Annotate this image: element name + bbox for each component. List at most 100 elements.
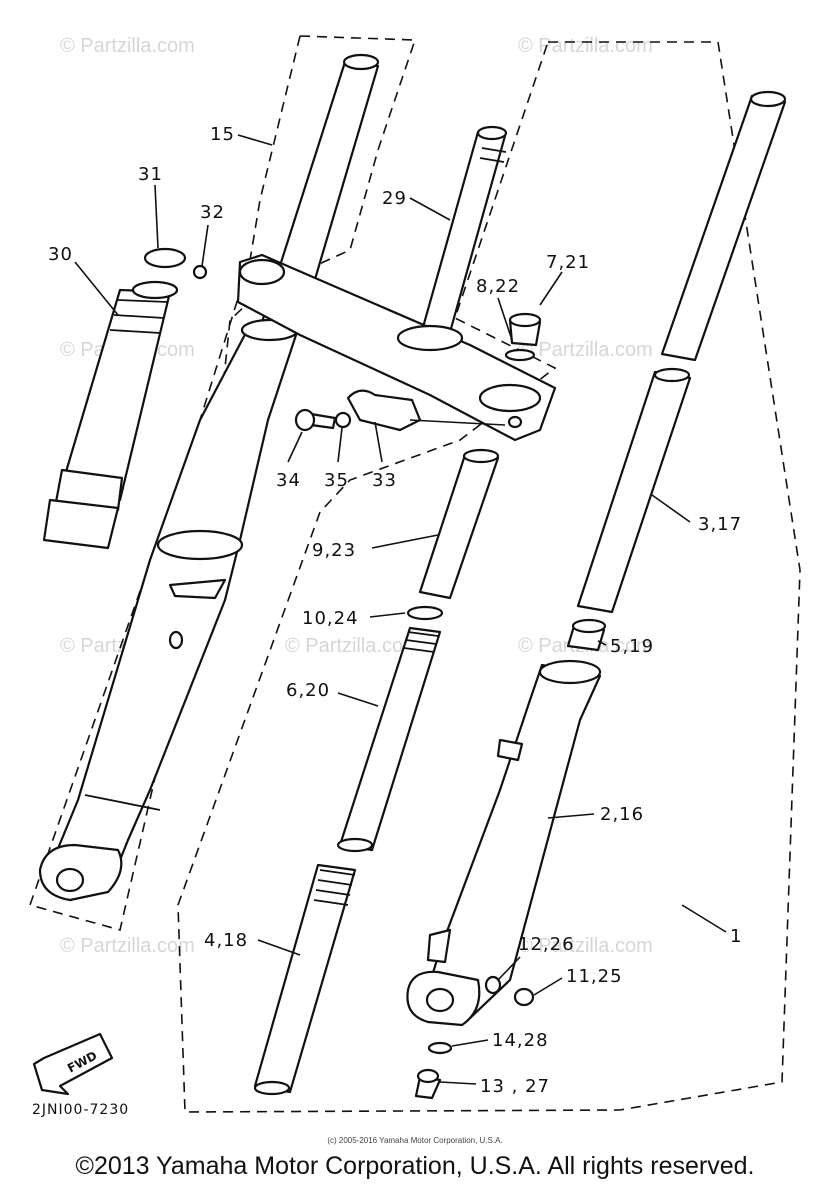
callout-15: 15 [210,124,235,145]
fork-spring-spacer [418,453,500,600]
rebound-spring-rod [253,863,357,1094]
drain-washer [484,975,502,995]
callout-8-22: 8,22 [476,276,520,297]
leader-11-25 [533,977,563,996]
callout-14-28: 14,28 [492,1030,549,1051]
callout-10-24: 10,24 [302,608,359,629]
leader-33 [374,421,383,463]
leader-29 [409,197,451,221]
right-axle-hole [425,987,455,1013]
leader-10-24 [369,612,406,618]
right-fork-assembly [253,90,787,1100]
callout-6-20: 6,20 [286,680,330,701]
right-outer-caliper-lug [496,738,524,762]
watermark: © Partzilla.com [60,935,195,957]
leader-6-20 [337,692,379,707]
leader-35 [337,427,343,463]
leader-34 [287,431,303,463]
leader-13-27 [439,1081,477,1085]
cap-bolt-top [508,312,542,328]
callout-30: 30 [48,244,73,265]
boot-rib [109,299,169,334]
diagram-code: 2JNI00-7230 [32,1102,129,1118]
leader-9-23 [371,534,439,549]
leader-8-22 [497,297,513,341]
cap-bolt-o-ring [504,348,536,362]
right-outer-tube-top [538,659,602,685]
watermark: © Partzilla.com [285,635,420,657]
leader-15 [237,134,273,146]
left-inner-tube-top [342,53,380,71]
under-bracket-stem-boss [396,324,464,352]
leader-5-19 [597,640,607,646]
piston-ring [406,605,444,621]
steering-stem-top [476,125,508,141]
boot-band [143,247,187,269]
holder-washer [334,411,352,429]
stem-thread [479,147,507,163]
leader-lines [74,134,727,1085]
spacer-top [462,448,500,464]
callout-labels: 15 31 32 30 29 7,21 8,22 34 35 33 3,17 9… [48,124,742,1097]
leader-30 [74,261,119,316]
callout-29: 29 [382,188,407,209]
callout-2-16: 2,16 [600,804,644,825]
watermark: © Partzilla.com [518,339,653,361]
band-screw [192,264,208,280]
drain-bolt [513,987,535,1007]
rod-bottom [253,1080,291,1096]
watermark: © Partzilla.com [60,35,195,57]
callout-9-23: 9,23 [312,540,356,561]
leader-1 [681,904,727,933]
leader-12-26 [497,956,521,981]
holder-mount-line [409,419,506,426]
left-dust-seal [156,529,244,561]
under-bracket-right-clamp [478,383,542,413]
left-caliper-bracket [168,578,227,600]
callout-34: 34 [276,470,301,491]
leader-31 [154,184,159,249]
right-fork-group-outline [177,41,801,1113]
leader-32 [201,224,209,267]
fork-boot [42,280,179,550]
fork-boot-body [58,288,172,502]
leader-7-21 [539,271,563,306]
watermark: © Partzilla.com [518,35,653,57]
callout-5-19: 5,19 [610,636,654,657]
damper-rod-ring-groove [403,631,439,653]
right-outer-lug-low [426,928,452,964]
callout-33: 33 [372,470,397,491]
right-inner-tube-lower [576,370,692,614]
holder-bolt-head [294,408,316,432]
hose-holder-hardware [294,389,506,432]
callout-32: 32 [200,202,225,223]
leader-2-16 [547,813,595,819]
callout-11-25: 11,25 [566,966,623,987]
left-axle-hole [55,867,85,893]
damper-bolt-washer [427,1041,453,1055]
callout-7-21: 7,21 [546,252,590,273]
brake-hose-holder [346,389,422,432]
damper-rod-bottom [336,837,374,853]
callout-12-26: 12,26 [518,934,575,955]
callout-13-27: 13 , 27 [480,1076,550,1097]
leader-4-18 [257,939,301,956]
under-bracket-assembly [236,125,557,442]
right-inner-tube-top [749,90,787,108]
fwd-arrow: FWD [32,1032,114,1096]
steering-stem [416,130,507,352]
left-drain-boss [168,630,184,650]
callout-4-18: 4,18 [204,930,248,951]
under-bracket-left-clamp [238,258,286,286]
damper-rod [338,626,442,852]
callout-31: 31 [138,164,163,185]
fork-boot-bottom [42,498,120,550]
small-copyright: (c) 2005-2016 Yamaha Motor Corporation, … [327,1136,503,1145]
left-outer-tube [43,323,298,902]
watermark-layer: © Partzilla.com © Partzilla.com © Partzi… [60,35,653,957]
callout-3-17: 3,17 [698,514,742,535]
leader-3-17 [651,494,691,523]
callout-35: 35 [324,470,349,491]
